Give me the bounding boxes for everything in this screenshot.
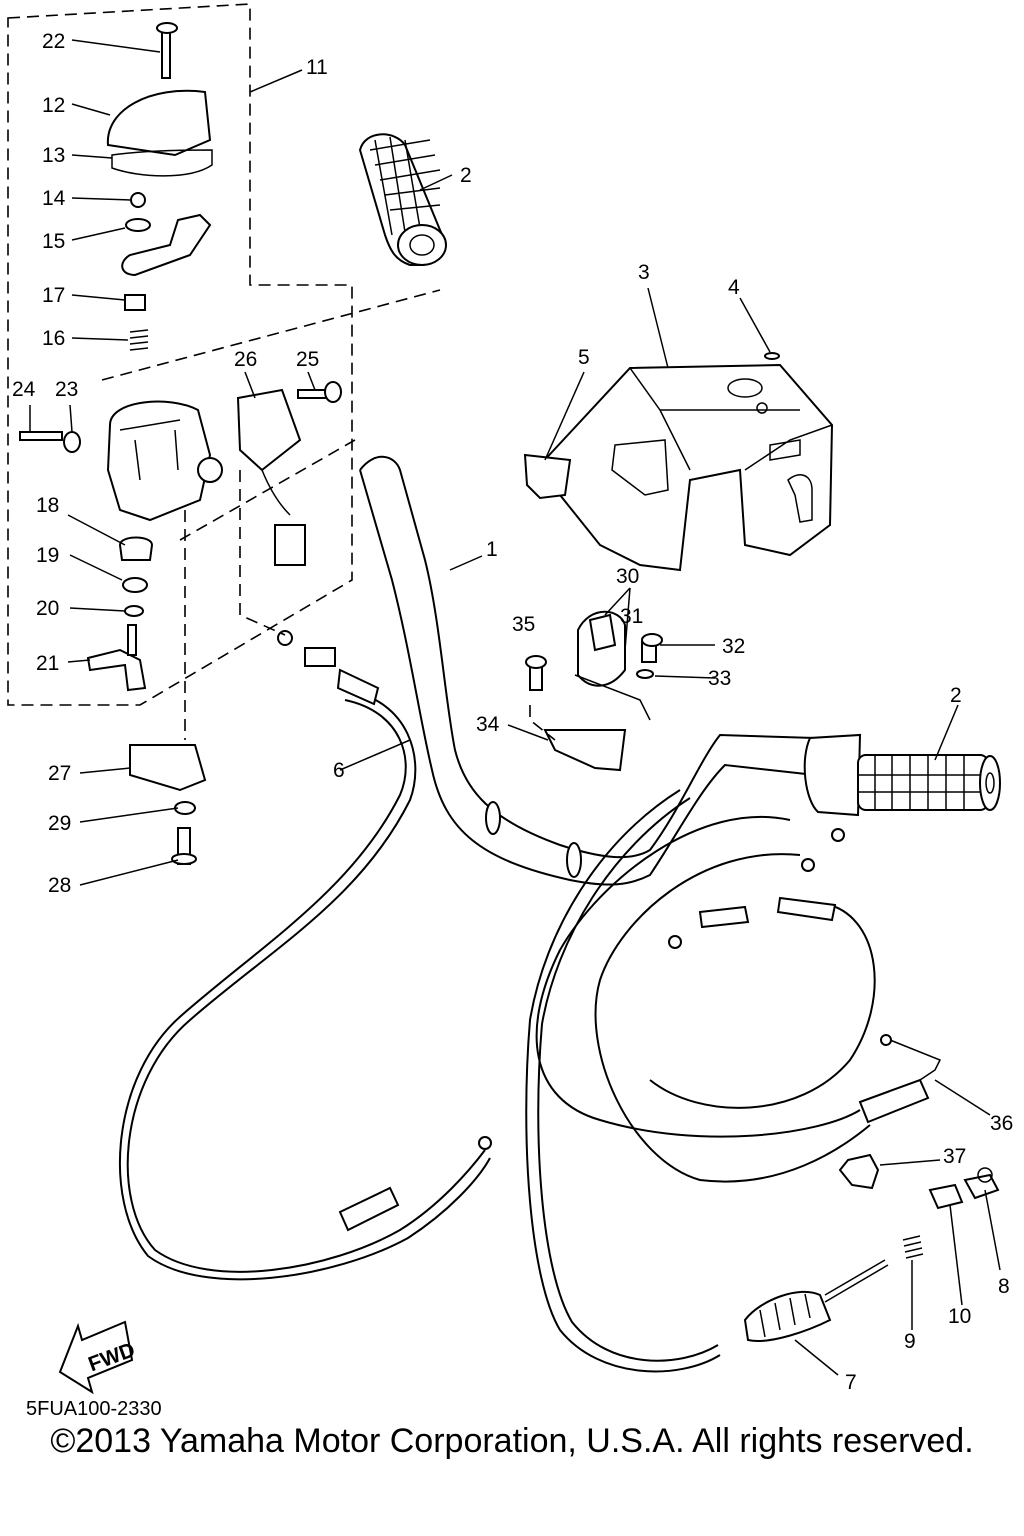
adjuster-parts — [902, 1167, 1000, 1259]
label-22: 22 — [42, 30, 65, 53]
throttle-assembly — [525, 610, 663, 772]
label-8: 8 — [998, 1275, 1010, 1298]
forward-arrow-icon: FWD — [58, 1320, 138, 1395]
label-25: 25 — [296, 348, 319, 371]
label-3: 3 — [638, 261, 650, 284]
label-12: 12 — [42, 94, 65, 117]
label-34: 34 — [476, 713, 500, 736]
label-28: 28 — [48, 874, 71, 897]
label-6: 6 — [333, 759, 345, 782]
label-13: 13 — [42, 144, 65, 167]
label-30: 30 — [616, 565, 639, 588]
clutch-cable — [118, 630, 492, 1281]
label-15: 15 — [42, 230, 65, 253]
label-17: 17 — [42, 284, 65, 307]
label-31: 31 — [620, 605, 643, 628]
handlebar-cover — [539, 363, 834, 572]
label-19: 19 — [36, 544, 59, 567]
label-1: 1 — [486, 538, 498, 561]
label-29: 29 — [48, 812, 71, 835]
handlebar — [359, 455, 816, 886]
brake-cable — [525, 789, 889, 1373]
label-18: 18 — [36, 494, 59, 517]
label-16: 16 — [42, 327, 65, 350]
left-grip — [358, 133, 447, 266]
cables-36-37 — [535, 815, 942, 1190]
label-21: 21 — [36, 652, 59, 675]
label-2a: 2 — [460, 164, 472, 187]
label-37: 37 — [943, 1145, 966, 1168]
label-23: 23 — [55, 378, 78, 401]
label-14: 14 — [42, 187, 66, 210]
right-grip — [803, 733, 1001, 817]
label-2b: 2 — [950, 684, 962, 707]
label-24: 24 — [12, 378, 36, 401]
grommet — [764, 352, 780, 360]
switch-assembly-outline — [7, 3, 353, 706]
label-7: 7 — [845, 1371, 857, 1394]
label-27: 27 — [48, 762, 71, 785]
label-5: 5 — [578, 346, 590, 369]
part-labels: 1 2 2 3 4 5 6 7 8 9 10 11 12 13 14 15 16… — [12, 30, 1013, 1394]
copyright-notice: ©2013 Yamaha Motor Corporation, U.S.A. A… — [50, 1422, 974, 1460]
label-36: 36 — [990, 1112, 1013, 1135]
cover-cap — [523, 453, 572, 500]
label-26: 26 — [234, 348, 257, 371]
label-20: 20 — [36, 597, 59, 620]
reference-code: 5FUA100-2330 — [26, 1398, 162, 1420]
leader-lines — [29, 39, 1001, 1376]
connection-lines — [101, 289, 556, 741]
switch-housing — [19, 22, 342, 865]
label-33: 33 — [708, 667, 731, 690]
label-11: 11 — [306, 56, 328, 79]
label-4: 4 — [728, 276, 740, 299]
label-35: 35 — [512, 613, 535, 636]
label-10: 10 — [948, 1305, 971, 1328]
label-9: 9 — [904, 1330, 916, 1353]
label-32: 32 — [722, 635, 745, 658]
